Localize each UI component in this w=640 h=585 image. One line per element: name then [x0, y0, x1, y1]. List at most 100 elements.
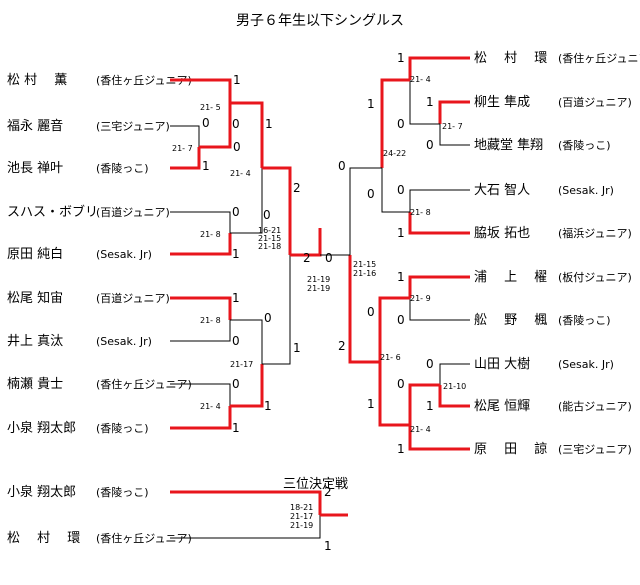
score-right-r1a-p2: 1: [426, 95, 434, 109]
player-name-left-2: 福永 麗音: [7, 118, 63, 134]
setscore-right-r2c: 21- 9: [410, 294, 431, 303]
line-right-r2d-winner: [378, 362, 410, 427]
setscore-right-r4: 21-15: [353, 260, 376, 269]
setscore-right-r2a: 21- 4: [410, 75, 431, 84]
player-club-right-4: (Sesak. Jr): [558, 184, 614, 197]
line-left-r3a-winner: [262, 166, 292, 255]
score-right-r4-top: 0: [338, 159, 346, 173]
player-name-left-1: 松 村 薫: [7, 73, 67, 88]
player-club-right-7: (香陵っこ): [558, 314, 611, 327]
setscore-third: 18-21: [290, 503, 313, 512]
score-left-r1a-p3: 1: [202, 159, 210, 173]
player-club-third-1: (香陵っこ): [96, 486, 149, 499]
line-left-p7: [170, 320, 231, 342]
line-third-p2: [170, 515, 321, 539]
score-right-r1a-out: 0: [397, 117, 405, 131]
line-left-p3: [170, 147, 201, 170]
score-final-right: 0: [325, 251, 333, 265]
score-left-r3a-win: 2: [293, 181, 301, 195]
score-right-r1b-p8: 0: [426, 357, 434, 371]
line-right-p9: [438, 385, 470, 408]
line-right-p10: [408, 425, 470, 451]
bracket-title: 男子６年生以下シングルス: [236, 13, 404, 29]
score-right-r4-bottom: 2: [338, 339, 346, 353]
player-club-left-5: (Sesak. Jr): [96, 248, 152, 261]
setscore-right-r3a: 24-22: [383, 149, 406, 158]
player-name-right-10: 原 田 諒: [474, 442, 547, 457]
line-right-p7: [409, 298, 470, 321]
player-name-left-3: 池長 禅叶: [7, 161, 63, 176]
player-club-left-7: (Sesak. Jr): [96, 335, 152, 348]
score-right-r2c-out: 0: [367, 305, 375, 319]
player-name-right-4: 大石 智人: [474, 183, 530, 198]
score-right-r2c-p6: 1: [397, 270, 405, 284]
score-right-r1a-p3: 0: [426, 138, 434, 152]
player-club-left-4: (百道ジュニア): [96, 205, 170, 219]
line-left-p8: [170, 383, 231, 406]
setscore-right-r2d: 21- 4: [410, 425, 431, 434]
score-right-r2b-p4: 0: [397, 183, 405, 197]
line-left-r3b-out: [262, 255, 291, 365]
setscore-left-r3b: 21-17: [230, 360, 253, 369]
score-right-r2a-p1: 1: [397, 51, 405, 65]
score-right-r2b-p5: 1: [397, 226, 405, 240]
third-place-label: 三位決定戦: [283, 477, 348, 492]
score-left-r2a-top: 1: [233, 73, 241, 87]
line-right-r2b-out: [381, 168, 410, 213]
setscore-final: 21-19: [307, 275, 330, 284]
setscore-right-r1a: 21- 7: [442, 122, 463, 131]
player-name-left-4: スハス・ボブリ: [7, 204, 98, 220]
player-club-right-10: (三宅ジュニア): [558, 442, 632, 456]
line-right-p8: [439, 363, 470, 385]
player-name-right-5: 脇坂 拓也: [474, 226, 530, 241]
line-right-r1b-winner: [408, 383, 440, 425]
line-right-p4: [409, 189, 470, 212]
score-left-r1c-p7: 0: [232, 334, 240, 348]
line-left-r1b-loser-path: [230, 168, 263, 234]
score-left-r1b-p4: 0: [232, 205, 240, 219]
score-left-r1a-p2: 0: [202, 116, 210, 130]
player-club-right-6: (板付ジュニア): [558, 270, 632, 284]
setscore-right-r3b: 21- 6: [380, 353, 401, 362]
line-third-p1: [170, 490, 322, 515]
score-left-r1b-p5: 1: [232, 247, 240, 261]
setscore-left-r4: 16-21: [258, 226, 281, 235]
player-club-third-2: (香住ヶ丘ジュニア): [96, 531, 192, 545]
score-left-r2b-out: 0: [263, 208, 271, 222]
player-name-left-8: 楠瀬 貴士: [7, 377, 63, 392]
score-left-r1a-top: 0: [232, 117, 240, 131]
player-name-right-7: 舩 野 楓: [474, 313, 547, 328]
setscore-left-r1b: 21- 8: [200, 230, 221, 239]
player-club-left-1: (香住ヶ丘ジュニア): [96, 73, 192, 87]
score-right-r2d-win: 1: [367, 397, 375, 411]
line-left-r1a-winner: [199, 103, 232, 149]
line-right-p1: [408, 56, 470, 80]
player-club-right-2: (百道ジュニア): [558, 95, 632, 109]
score-right-r3a-top: 1: [367, 97, 375, 111]
setscore-left-r1d: 21- 4: [200, 402, 221, 411]
line-left-p1: [170, 78, 232, 103]
score-right-r2d-p10: 1: [397, 442, 405, 456]
line-right-r1a-out: [409, 80, 440, 125]
player-name-right-2: 柳生 隼成: [474, 94, 530, 110]
player-club-left-9: (香陵っこ): [96, 422, 149, 435]
score-right-r2c-p7: 0: [397, 313, 405, 327]
player-club-left-6: (百道ジュニア): [96, 291, 170, 305]
setscore-right-r2b: 21- 8: [410, 208, 431, 217]
player-club-right-5: (福浜ジュニア): [558, 226, 632, 240]
setscore-left-r2b: 21- 4: [230, 169, 251, 178]
line-left-r1c-out: [230, 319, 263, 364]
player-club-right-3: (香陵っこ): [558, 139, 611, 152]
line-right-r2a-winner: [380, 78, 410, 168]
player-name-left-7: 井上 真汰: [7, 334, 63, 349]
score-right-r2b-out: 0: [367, 187, 375, 201]
setscore-left-r4: 21-15: [258, 234, 281, 243]
player-name-right-8: 山田 大樹: [474, 357, 530, 372]
player-name-left-5: 原田 純白: [7, 246, 63, 262]
line-left-p6: [170, 296, 232, 320]
score-left-r1d-p8: 0: [232, 377, 240, 391]
player-name-right-6: 浦 上 櫂: [474, 269, 547, 285]
score-left-r1c-p6: 1: [232, 291, 240, 305]
